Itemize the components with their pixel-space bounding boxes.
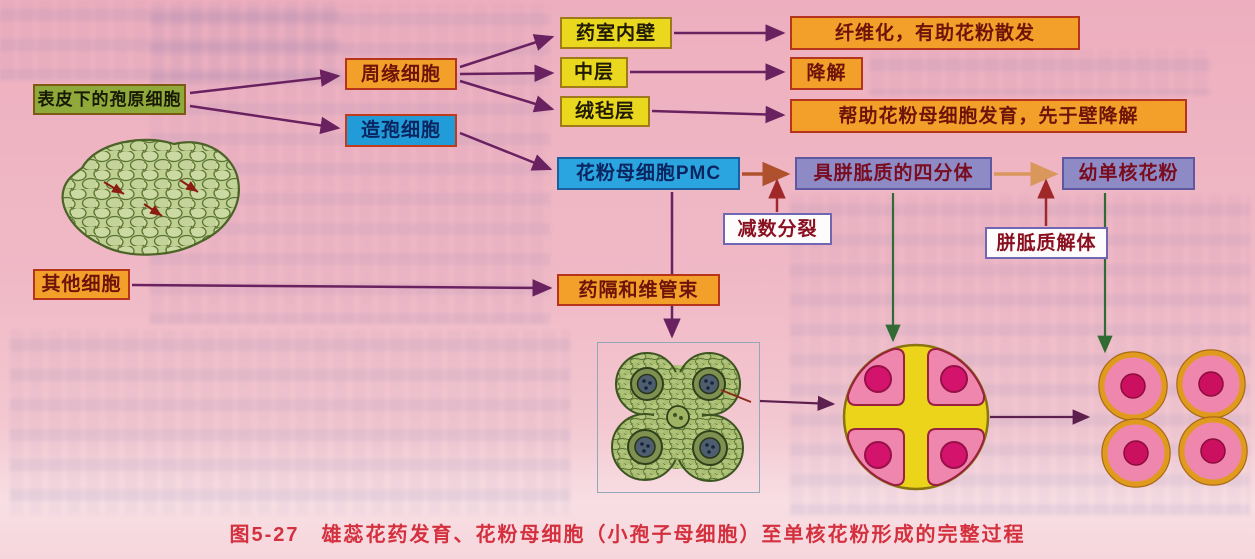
microspore-nucleus	[940, 441, 968, 469]
anther-locule	[630, 367, 664, 401]
node-connective-vascular: 药隔和维管束	[557, 274, 720, 306]
figure-caption: 图5-27 雄蕊花药发育、花粉母细胞（小孢子母细胞）至单核花粉形成的完整过程	[229, 524, 1026, 546]
node-archesporial-cells: 表皮下的孢原细胞	[33, 84, 186, 115]
bleedthrough-text	[0, 0, 340, 80]
arrow-archesporial-to-sporogenous	[189, 104, 341, 135]
pointer-arrow-icon	[179, 179, 199, 193]
node-help-development-result: 帮助花粉母细胞发育，先于壁降解	[790, 99, 1187, 133]
microspore-nucleus	[864, 441, 892, 469]
arrow-tapetum-to-help	[651, 105, 786, 124]
pollen-grain	[1178, 416, 1248, 486]
vascular-bundle	[666, 405, 690, 429]
archesporial-cell-mass-illustration	[61, 138, 240, 256]
bleedthrough-text	[10, 330, 570, 515]
pointer-arrow-icon	[143, 203, 163, 217]
node-young-pollen: 幼单核花粉	[1062, 157, 1195, 190]
arrow-parietal-to-middle-layer	[459, 64, 555, 82]
node-tapetum: 绒毡层	[560, 96, 650, 127]
node-sporogenous-cells: 造孢细胞	[345, 114, 457, 147]
node-callose-dissolution-label: 胼胝质解体	[985, 227, 1108, 259]
anther-locule	[692, 430, 728, 466]
anther-cross-section-illustration	[611, 352, 752, 482]
microspore-nucleus	[864, 365, 892, 393]
pollen-grains-illustration	[1098, 349, 1248, 488]
anther-locule	[692, 367, 726, 401]
node-middle-layer: 中层	[560, 57, 628, 88]
microspore-nucleus	[940, 365, 968, 393]
pointer-arrow-icon	[103, 181, 125, 195]
node-endothecium: 药室内壁	[560, 17, 672, 49]
arrow-parietal-to-tapetum	[459, 79, 555, 113]
node-parietal-cells: 周缘细胞	[345, 58, 457, 90]
anther-locule	[627, 429, 663, 465]
pollen-grain	[1176, 349, 1246, 419]
tetrad-illustration	[842, 343, 990, 491]
arrow-sporogenous-to-pmc	[459, 131, 553, 171]
node-degradation-result: 降解	[790, 57, 863, 90]
node-fibrosis-result: 纤维化，有助花粉散发	[790, 16, 1080, 50]
arrow-anther-to-tetrad-illustration	[759, 395, 836, 412]
arrow-archesporial-to-parietal	[189, 69, 341, 95]
arrow-parietal-to-endothecium	[459, 34, 555, 69]
node-tetrad: 具胼胝质的四分体	[795, 157, 992, 190]
pointer-line	[720, 389, 752, 403]
bleedthrough-text	[870, 50, 1210, 95]
arrow-other-cells-to-connective	[131, 279, 553, 297]
pollen-grain	[1098, 351, 1168, 421]
anther-illustration-frame	[597, 342, 760, 493]
node-meiosis-label: 减数分裂	[723, 213, 832, 245]
node-pollen-mother-cell: 花粉母细胞PMC	[557, 157, 740, 190]
node-other-cells: 其他细胞	[33, 269, 130, 300]
pollen-grain	[1101, 418, 1171, 488]
